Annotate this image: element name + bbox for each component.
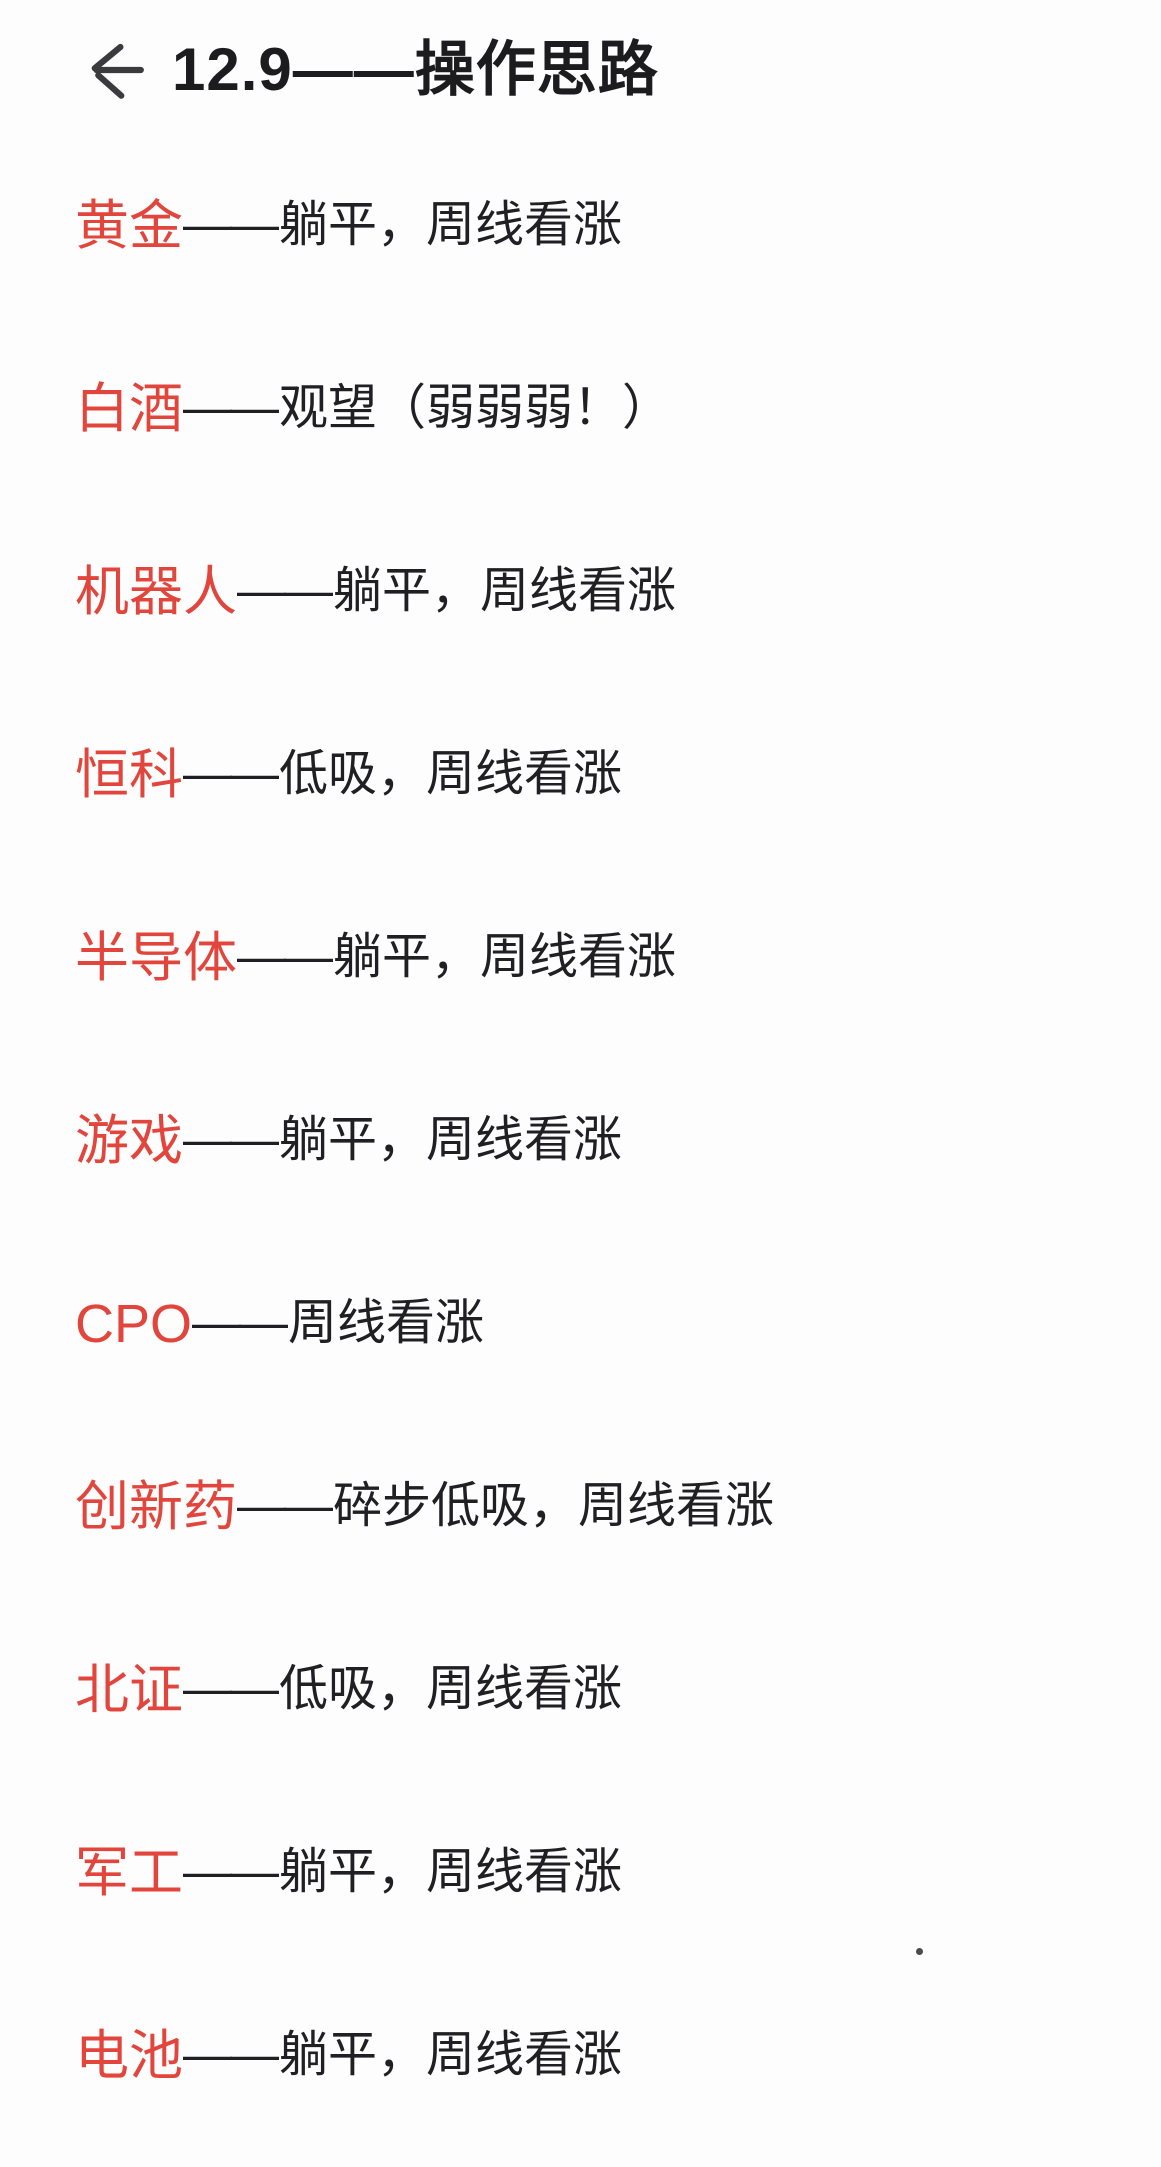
sector-label: 黄金 bbox=[75, 195, 183, 256]
strategy-text: 躺平，周线看涨 bbox=[333, 564, 677, 618]
page-title: 12.9——操作思路 bbox=[172, 36, 659, 103]
dash-separator: —— bbox=[183, 198, 279, 252]
sector-label: 恒科 bbox=[75, 744, 183, 805]
list-item: 白酒 —— 观望（弱弱弱！） bbox=[0, 317, 1161, 500]
dash-separator: —— bbox=[183, 2028, 279, 2082]
dash-separator: —— bbox=[183, 1662, 279, 1716]
sector-label: 创新药 bbox=[75, 1476, 237, 1537]
dust-speck bbox=[916, 1948, 923, 1955]
title-bar: 12.9——操作思路 bbox=[0, 0, 1161, 104]
arrow-left-icon bbox=[85, 39, 147, 101]
sector-label: 军工 bbox=[75, 1842, 183, 1903]
dash-separator: —— bbox=[237, 930, 333, 984]
strategy-text: 躺平，周线看涨 bbox=[279, 1113, 623, 1167]
dash-separator: —— bbox=[183, 1845, 279, 1899]
list-item: 恒科 —— 低吸，周线看涨 bbox=[0, 683, 1161, 866]
list-item: 北证 —— 低吸，周线看涨 bbox=[0, 1598, 1161, 1781]
dash-separator: —— bbox=[192, 1296, 288, 1350]
strategy-text: 碎步低吸，周线看涨 bbox=[333, 1479, 775, 1533]
strategy-text: 躺平，周线看涨 bbox=[279, 2028, 623, 2082]
strategy-list: 黄金 —— 躺平，周线看涨 白酒 —— 观望（弱弱弱！） 机器人 —— 躺平，周… bbox=[0, 134, 1161, 2147]
list-item: 黄金 —— 躺平，周线看涨 bbox=[0, 134, 1161, 317]
list-item: 军工 —— 躺平，周线看涨 bbox=[0, 1781, 1161, 1964]
dash-separator: —— bbox=[183, 381, 279, 435]
sector-label: CPO bbox=[75, 1293, 193, 1354]
strategy-text: 躺平，周线看涨 bbox=[279, 198, 623, 252]
list-item: 半导体 —— 躺平，周线看涨 bbox=[0, 866, 1161, 1049]
sector-label: 半导体 bbox=[75, 927, 237, 988]
list-item: 机器人 —— 躺平，周线看涨 bbox=[0, 500, 1161, 683]
sector-label: 游戏 bbox=[75, 1110, 183, 1171]
sector-label: 机器人 bbox=[75, 561, 237, 622]
dash-separator: —— bbox=[237, 564, 333, 618]
strategy-text: 观望（弱弱弱！） bbox=[279, 381, 672, 435]
list-item: CPO —— 周线看涨 bbox=[0, 1232, 1161, 1415]
strategy-text: 躺平，周线看涨 bbox=[279, 1845, 623, 1899]
strategy-text: 低吸，周线看涨 bbox=[279, 1662, 623, 1716]
strategy-text: 低吸，周线看涨 bbox=[279, 747, 623, 801]
list-item: 创新药 —— 碎步低吸，周线看涨 bbox=[0, 1415, 1161, 1598]
strategy-text: 周线看涨 bbox=[288, 1296, 485, 1350]
back-button[interactable] bbox=[82, 36, 150, 104]
list-item: 电池 —— 躺平，周线看涨 bbox=[0, 1964, 1161, 2147]
sector-label: 电池 bbox=[75, 2025, 183, 2086]
dash-separator: —— bbox=[237, 1479, 333, 1533]
sector-label: 白酒 bbox=[75, 378, 183, 439]
dash-separator: —— bbox=[183, 1113, 279, 1167]
dash-separator: —— bbox=[183, 747, 279, 801]
sector-label: 北证 bbox=[75, 1659, 183, 1720]
list-item: 游戏 —— 躺平，周线看涨 bbox=[0, 1049, 1161, 1232]
strategy-text: 躺平，周线看涨 bbox=[333, 930, 677, 984]
